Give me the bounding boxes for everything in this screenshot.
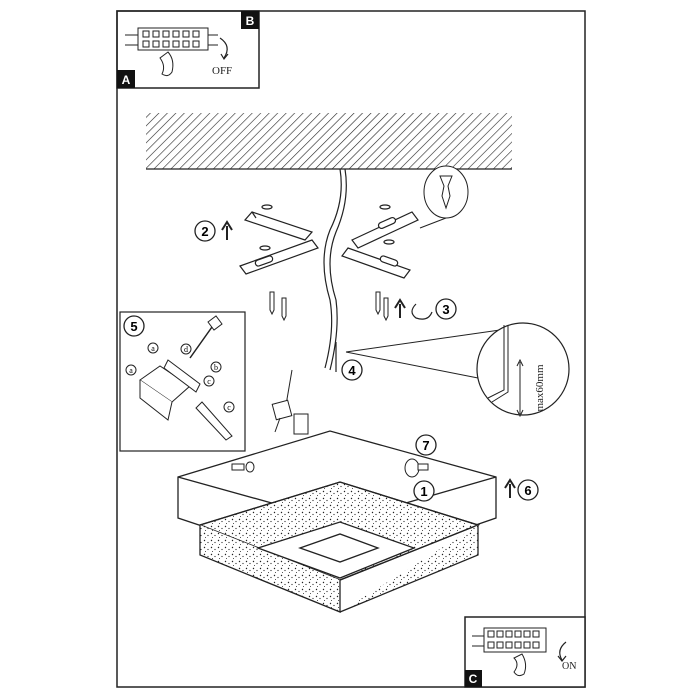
step-5-label: 5 [130, 319, 137, 334]
detail-letter-b: b [214, 363, 218, 372]
wire-connector [271, 369, 309, 435]
up-arrow-icon-6 [504, 478, 516, 498]
up-arrow-icon-3 [394, 298, 406, 318]
step-3-label: 3 [442, 302, 449, 317]
side-screw-icon [231, 461, 255, 473]
step-6-label: 6 [524, 483, 531, 498]
panel-c-caption: ON [562, 661, 576, 672]
rotate-arrow-icon-3 [411, 303, 433, 320]
wiring-detail-panel: 5 a a d b c c [119, 311, 246, 452]
step-2-label: 2 [201, 224, 208, 239]
wire-length-text: max60mm [534, 364, 546, 411]
step-7-label: 7 [422, 438, 429, 453]
step-1-label: 1 [420, 484, 427, 499]
step-3-circle [435, 298, 457, 320]
step-1-circle [413, 480, 435, 502]
detail-letter-a1: a [151, 344, 155, 353]
screws-icon [269, 291, 389, 322]
ceiling-hatch [146, 113, 512, 169]
panel-a-caption: OFF [212, 65, 232, 77]
panel-c-on: C ON [464, 616, 586, 688]
terminal-block-icon [125, 27, 218, 51]
wire-length-detail: max60mm [476, 322, 570, 418]
fixing-screw-icon [404, 458, 429, 478]
step-4-circle [341, 359, 363, 381]
panel-c-badge [465, 670, 482, 687]
up-arrow-icon [221, 220, 233, 240]
panel-b-badge [241, 11, 259, 29]
hand-icon [159, 51, 174, 77]
rotate-arrow-icon [219, 37, 228, 59]
mounting-bracket [239, 204, 419, 279]
step-7-circle [415, 434, 437, 456]
ceiling-lamp [177, 430, 497, 613]
panel-a-letter: A [122, 73, 131, 87]
screw-zoom-icon [419, 165, 469, 229]
step-5-circle [123, 315, 145, 337]
panel-b-letter: B [246, 14, 255, 28]
terminal-block-icon-c [472, 627, 547, 653]
rotate-arrow-icon-c [559, 641, 567, 661]
panel-c-letter: C [469, 672, 478, 686]
detail-letter-d: d [184, 345, 188, 354]
detail-letter-c1: c [207, 377, 211, 386]
detail-letter-a2: a [129, 366, 133, 375]
detail-letter-c2: c [227, 403, 231, 412]
step-6-circle [517, 479, 539, 501]
outer-frame [116, 10, 586, 688]
hand-icon-c [513, 653, 527, 677]
step-2-circle [194, 220, 216, 242]
panel-a-off: B A OFF [116, 10, 260, 89]
panel-a-badge [117, 70, 135, 88]
step-4-label: 4 [348, 363, 356, 378]
power-cable [323, 168, 342, 369]
